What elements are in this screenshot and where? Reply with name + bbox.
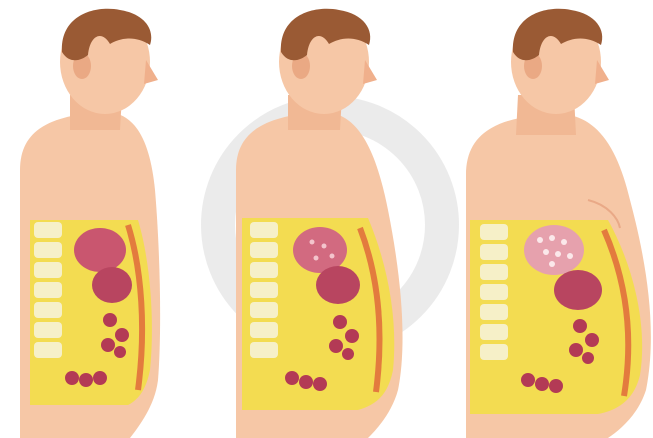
- nose: [144, 60, 158, 84]
- nose: [595, 60, 609, 84]
- spine: [480, 224, 508, 360]
- nose: [363, 60, 377, 84]
- stomach: [554, 270, 602, 310]
- stomach: [92, 267, 132, 303]
- liver: [524, 225, 584, 275]
- spine: [34, 222, 62, 358]
- figure-overweight: [236, 9, 403, 438]
- figure-obese: [466, 9, 651, 438]
- figure-normal-weight: [20, 9, 160, 438]
- spine: [250, 222, 278, 358]
- liver: [74, 228, 126, 272]
- stomach: [316, 266, 360, 304]
